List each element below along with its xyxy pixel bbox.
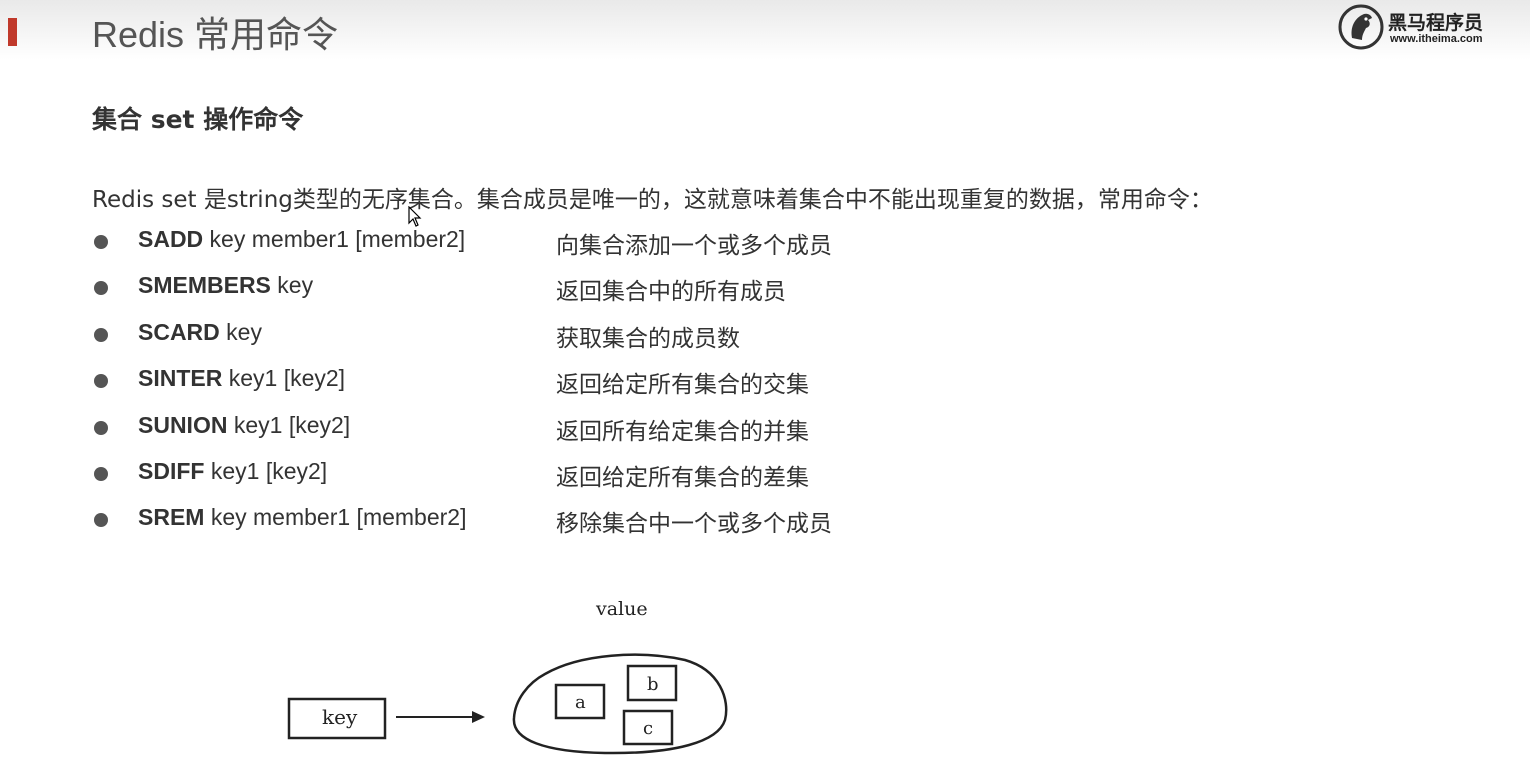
command-args: key1 [key2] xyxy=(204,457,328,484)
mouse-cursor-icon xyxy=(408,206,422,227)
command-description: 返回所有给定集合的并集 xyxy=(556,418,809,445)
command-args: key member1 [member2] xyxy=(204,504,467,531)
command-syntax: SCARD key xyxy=(138,319,262,346)
command-syntax: SREM key member1 [member2] xyxy=(138,504,466,531)
bullet-icon xyxy=(94,235,108,249)
command-args: key1 [key2] xyxy=(227,411,351,438)
member-box-b xyxy=(626,664,678,702)
horse-head-icon xyxy=(1338,4,1384,50)
set-ellipse xyxy=(512,653,728,755)
command-syntax: SINTER key1 [key2] xyxy=(138,365,345,392)
page-title: Redis 常用命令 xyxy=(92,14,339,55)
member-label-c: c xyxy=(643,718,653,739)
bullet-icon xyxy=(94,327,108,342)
command-name: SINTER xyxy=(138,365,223,392)
command-args: key member1 [member2] xyxy=(203,226,466,252)
member-label-a: a xyxy=(575,692,586,713)
section-heading: 集合 set 操作命令 xyxy=(92,105,304,134)
bullet-icon xyxy=(94,374,108,389)
brand-name: 黑马程序员 xyxy=(1388,12,1484,34)
command-name: SADD xyxy=(138,226,204,252)
command-args: key xyxy=(219,318,262,345)
command-description: 移除集合中一个或多个成员 xyxy=(556,511,832,538)
accent-bar xyxy=(8,18,17,46)
command-name: SMEMBERS xyxy=(138,272,271,299)
title-band xyxy=(0,0,1530,60)
key-box xyxy=(287,697,387,740)
bullet-icon xyxy=(94,281,108,296)
bullet-icon xyxy=(94,513,108,528)
set-structure-diagram: value key a b c xyxy=(287,598,728,755)
member-box-c xyxy=(622,709,674,746)
bullet-icon xyxy=(94,420,108,435)
value-label: value xyxy=(595,598,648,620)
command-description: 获取集合的成员数 xyxy=(556,325,740,352)
command-syntax: SDIFF key1 [key2] xyxy=(138,458,327,485)
command-syntax: SUNION key1 [key2] xyxy=(138,412,350,439)
arrow-head-icon xyxy=(472,711,485,723)
brand-url: www.itheima.com xyxy=(1390,33,1483,45)
intro-text: Redis set 是string类型的无序集合。集合成员是唯一的，这就意味着集… xyxy=(92,187,1213,213)
command-name: SUNION xyxy=(138,411,228,438)
command-name: SREM xyxy=(138,504,205,531)
command-name: SDIFF xyxy=(138,457,205,484)
command-description: 返回给定所有集合的差集 xyxy=(556,464,809,491)
command-description: 返回给定所有集合的交集 xyxy=(556,372,809,399)
member-box-a xyxy=(554,683,606,720)
command-args: key1 [key2] xyxy=(222,365,346,392)
command-description: 返回集合中的所有成员 xyxy=(556,279,786,306)
command-description: 向集合添加一个或多个成员 xyxy=(556,233,832,259)
key-label: key xyxy=(322,705,358,729)
command-name: SCARD xyxy=(138,318,220,345)
command-syntax: SMEMBERS key xyxy=(138,272,313,299)
member-label-b: b xyxy=(647,674,659,695)
command-syntax: SADD key member1 [member2] xyxy=(138,226,465,253)
brand-logo: 黑马程序员 www.itheima.com xyxy=(1338,4,1508,50)
command-args: key xyxy=(270,272,314,299)
bullet-icon xyxy=(94,466,108,481)
